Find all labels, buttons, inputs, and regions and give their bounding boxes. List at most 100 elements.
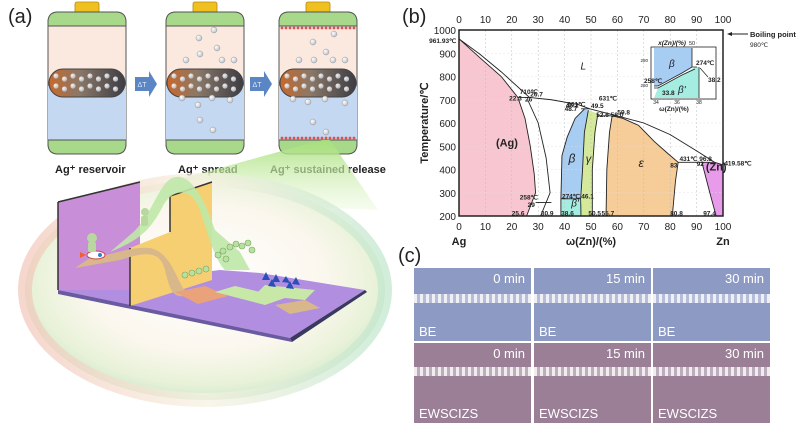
- x-top-tick-label: 60: [612, 15, 624, 26]
- silver-ion-ball: [310, 56, 318, 64]
- x-tick-label: 100: [715, 222, 732, 233]
- sample-label: BE: [539, 324, 557, 339]
- annotation-label: 48.7: [565, 106, 578, 113]
- silver-ion-ball: [195, 34, 203, 42]
- svg-text:x(Zn)/(%): x(Zn)/(%): [657, 40, 686, 47]
- phase-label: β': [570, 199, 580, 210]
- svg-text:β: β: [668, 59, 675, 70]
- battery-stage-1: [47, 1, 127, 155]
- y-tick-label: 200: [439, 212, 456, 223]
- scratch-line: [653, 294, 770, 303]
- y-tick-label: 500: [439, 142, 456, 153]
- silver-ion-ball: [208, 94, 216, 102]
- annotation-label: 58.0: [611, 112, 624, 119]
- silver-ion-ball: [182, 56, 190, 64]
- svg-text:38: 38: [696, 100, 702, 106]
- annotation-label: 419.58℃: [724, 159, 752, 167]
- silver-ion-ball: [330, 30, 338, 38]
- boiling-point-value: 980℃: [750, 42, 769, 49]
- x-tick-label: 30: [533, 222, 545, 233]
- annotation-label: 26: [525, 97, 533, 104]
- annotation-label: 961.93℃: [429, 37, 457, 45]
- silver-ions: [181, 239, 256, 279]
- svg-text:ω(Zn)/(%): ω(Zn)/(%): [659, 106, 689, 113]
- y-axis-label: Temperature/℃: [419, 82, 431, 163]
- silver-ion-ball: [196, 50, 204, 58]
- sample-label: EWSCIZS: [539, 406, 599, 421]
- scratch-line: [534, 294, 651, 303]
- plot-frame: [458, 29, 724, 217]
- scratch-line: [534, 367, 651, 376]
- svg-text:33.8: 33.8: [662, 90, 675, 97]
- annotation-label: 46.2: [566, 103, 579, 110]
- x-tick-label: 10: [480, 222, 492, 233]
- svg-text:280: 280: [640, 58, 648, 63]
- y-tick-label: 300: [439, 189, 456, 200]
- solidus-ag-line: [458, 38, 537, 217]
- silver-ion-ball: [304, 98, 312, 106]
- scratch-line: [414, 294, 531, 303]
- inset-beta-region: [654, 48, 692, 86]
- silver-ion-ball: [210, 26, 218, 34]
- beta-right-boundary: [580, 110, 589, 217]
- y-tick-label: 800: [439, 73, 456, 84]
- annotation-label: 274℃: [562, 192, 581, 200]
- silver-ion-ball: [321, 95, 329, 103]
- green-ribbon: [110, 176, 250, 270]
- annotation-label: 96.8: [699, 156, 712, 163]
- phase-diagram-inset: x(Zn)/(%) 50 34 36 38 ω(Zn)/(%) 280 260 …: [640, 40, 721, 113]
- x-end-label-zn: Zn: [716, 236, 730, 248]
- y-tick-label: 400: [439, 166, 456, 177]
- phase-label: (Ag): [496, 137, 518, 149]
- annotation-label: 631℃: [599, 94, 618, 102]
- delta-t-arrow-icon: ΔT: [135, 71, 157, 97]
- silver-ion-ball: [196, 116, 204, 124]
- x-top-tick-label: 40: [559, 15, 571, 26]
- delta-t-arrow-icon: ΔT: [250, 71, 272, 97]
- x-tick-label: 50: [585, 222, 597, 233]
- svg-text:36: 36: [674, 100, 680, 106]
- annotation-label: 80.8: [670, 210, 683, 217]
- svg-text:274℃: 274℃: [696, 59, 715, 67]
- annotation-label: 50.5: [588, 210, 601, 217]
- annotation-label: 38.6: [561, 210, 574, 217]
- time-label: 15 min: [605, 271, 645, 286]
- epsilon-left-boundary: [605, 115, 613, 217]
- time-label: 30 min: [724, 271, 764, 286]
- svg-text:34: 34: [653, 100, 659, 106]
- x-top-tick-label: 20: [506, 15, 518, 26]
- phase-label: (Zn): [706, 162, 727, 174]
- phase-region-beta: [560, 109, 589, 199]
- x-top-tick-label: 90: [691, 15, 703, 26]
- annotation-label: 52.6: [596, 112, 609, 119]
- rocket-icon: [80, 250, 106, 260]
- time-label: 15 min: [605, 346, 645, 361]
- annotation-label: 83: [670, 162, 678, 169]
- svg-text:38.2: 38.2: [708, 77, 721, 84]
- x-tick-label: 80: [665, 222, 677, 233]
- epsilon-right-boundary: [612, 115, 679, 217]
- annotation-label: 29: [528, 202, 536, 209]
- x-tick-label: 20: [506, 222, 518, 233]
- x-top-tick-label: 10: [480, 15, 492, 26]
- annotation-label: 25.6: [512, 210, 525, 217]
- x-tick-label: 40: [559, 222, 571, 233]
- battery-stage-3: [278, 1, 358, 155]
- sample-label: BE: [658, 324, 676, 339]
- coating-mechanism-illustration: [18, 140, 392, 407]
- phase-label: γ: [586, 154, 593, 166]
- tan-ribbon: [75, 247, 190, 297]
- annotation-label: 97.4: [703, 210, 716, 217]
- time-label: 0 min: [493, 271, 525, 286]
- inset-beta-prime-region: [654, 67, 699, 98]
- annotation-label: 55.7: [602, 210, 615, 217]
- x-tick-label: 0: [456, 222, 462, 233]
- silver-ion-ball: [309, 38, 317, 46]
- silver-ion-ball: [230, 56, 238, 64]
- svg-text:260: 260: [640, 83, 648, 88]
- phase-region-zn: [701, 162, 723, 216]
- svg-text:258℃: 258℃: [644, 77, 663, 85]
- x-top-tick-label: 100: [715, 15, 732, 26]
